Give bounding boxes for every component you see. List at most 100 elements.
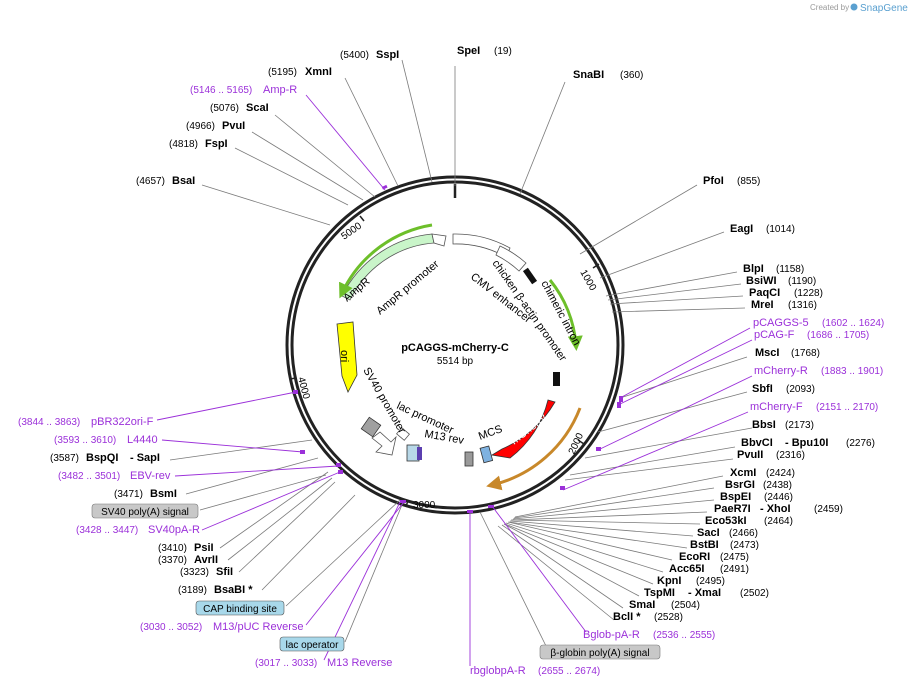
sv40par-name[interactable]: SV40pA-R [148,524,200,536]
bbvci-name[interactable]: BbvCI [741,437,773,449]
mcs-feature[interactable] [479,445,494,464]
bbsi-name[interactable]: BbsI [752,419,776,431]
spei-pos: (19) [494,46,512,57]
kpni-name[interactable]: KpnI [657,575,681,587]
bsiwi-name[interactable]: BsiWI [746,275,777,287]
sbfi-name[interactable]: SbfI [752,383,773,395]
bglobin-polya-box[interactable] [539,644,661,660]
mcherry-feature[interactable] [490,399,556,459]
psii-name[interactable]: PsiI [194,542,214,554]
bcli-name[interactable]: BclI * [613,611,641,623]
bspqi-pos: (3587) [50,453,79,464]
sbfi-pos: (2093) [786,384,815,395]
ampr-primer-name[interactable]: Amp-R [263,84,297,96]
smai-name[interactable]: SmaI [629,599,655,611]
rbglob-primer-range: (2655 .. 2674) [538,666,600,677]
xmni-name[interactable]: XmnI [305,66,332,78]
m13-rev-marker [417,447,422,460]
fspi-name[interactable]: FspI [205,138,228,150]
sfii-name[interactable]: SfiI [216,566,233,578]
ampr-promoter-label: AmpR promoter [374,258,441,317]
lac-operator-box[interactable] [279,636,345,652]
spei-name[interactable]: SpeI [457,45,480,57]
eco53ki-pos: (2464) [764,516,793,527]
xcmi-name[interactable]: XcmI [730,467,756,479]
rbglob-primer-name[interactable]: rbglobpA-R [470,665,526,677]
sv40-promoter-feature[interactable] [371,431,397,456]
pfoi-name[interactable]: PfoI [703,175,724,187]
m13puc-name[interactable]: M13/pUC Reverse [213,621,303,633]
pvuii-pos: (2316) [776,450,805,461]
pcagf-name[interactable]: pCAG-F [754,329,795,341]
site-labels-top: (5400) SspI SpeI (19) SnaBI (360) (5195)… [136,45,643,187]
bsai-name[interactable]: BsaI [172,175,195,187]
paer7i-extra[interactable]: - XhoI [760,503,791,515]
acc65i-name[interactable]: Acc65I [669,563,704,575]
credit-brand: SnapGene [860,3,908,14]
bglob-primer-range: (2536 .. 2555) [653,630,715,641]
credit-prefix: Created by [810,3,849,12]
paqci-name[interactable]: PaqCI [749,287,780,299]
pvui-pos: (4966) [186,121,215,132]
cap-binding-box[interactable] [195,600,285,616]
pbr322-name[interactable]: pBR322ori-F [91,416,154,428]
cmv-enhancer-feature[interactable] [495,245,527,272]
tspmi-name[interactable]: TspMI [644,587,675,599]
lac-operator-label: lac operator [286,640,339,651]
ecori-name[interactable]: EcoRI [679,551,710,563]
snabi-name[interactable]: SnaBI [573,69,604,81]
paer7i-pos: (2459) [814,504,843,515]
bsiwi-pos: (1190) [788,276,816,287]
blpi-pos: (1158) [776,264,804,275]
eagi-name[interactable]: EagI [730,223,753,235]
plasmid-size: 5514 bp [437,356,474,367]
tick-mark [289,377,297,380]
bsmi-name[interactable]: BsmI [150,488,177,500]
bcli-pos: (2528) [654,612,683,623]
bspqi-name[interactable]: BspQI [86,452,118,464]
primer-leaders [156,94,753,666]
bstbi-name[interactable]: BstBI [690,539,719,551]
msci-name[interactable]: MscI [755,347,779,359]
lac-promoter-feature[interactable] [396,427,410,441]
avrii-name[interactable]: AvrII [194,554,218,566]
ebvrev-range: (3482 .. 3501) [58,471,120,482]
psii-pos: (3410) [158,543,187,554]
intron-direction-arc [548,279,583,351]
bspqi-extra[interactable]: - SapI [130,452,160,464]
sfii-pos: (3323) [180,567,209,578]
m13rev-name[interactable]: M13 Reverse [327,657,392,669]
pcaggs5-name[interactable]: pCAGGS-5 [753,317,809,329]
sspi-name[interactable]: SspI [376,49,399,61]
ori-feature[interactable] [336,321,358,393]
paer7i-name[interactable]: PaeR7I [714,503,751,515]
sv40-polya-box[interactable] [91,503,199,519]
eagi-pos: (1014) [766,224,795,235]
ebvrev-name[interactable]: EBV-rev [130,470,171,482]
mrei-name[interactable]: MreI [751,299,774,311]
bsrgi-name[interactable]: BsrGI [725,479,755,491]
pvuii-name[interactable]: PvuII [737,449,763,461]
tspmi-extra[interactable]: - XmaI [688,587,721,599]
bglob-primer-name[interactable]: Bglob-pA-R [583,629,640,641]
msci-pos: (1768) [791,348,820,359]
saci-name[interactable]: SacI [697,527,720,539]
pcaggs5-range: (1602 .. 1624) [822,318,884,329]
bsabi-name[interactable]: BsaBI * [214,584,253,596]
mcherryf-name[interactable]: mCherry-F [750,401,803,413]
acc65i-pos: (2491) [720,564,749,575]
blpi-name[interactable]: BlpI [743,263,764,275]
ori-label: ori [338,350,350,362]
l4440-name[interactable]: L4440 [127,434,158,446]
eco53ki-name[interactable]: Eco53kI [705,515,747,527]
bsmi-pos: (3471) [114,489,143,500]
bspei-name[interactable]: BspEI [720,491,751,503]
mcherryr-name[interactable]: mCherry-R [754,365,808,377]
pvui-name[interactable]: PvuI [222,120,245,132]
scai-name[interactable]: ScaI [246,102,269,114]
tick-1000: 1000 [577,268,598,293]
primer-markers [293,184,623,513]
cap-binding-label: CAP binding site [203,604,277,615]
bbvci-extra[interactable]: - Bpu10I [785,437,828,449]
scai-pos: (5076) [210,103,239,114]
